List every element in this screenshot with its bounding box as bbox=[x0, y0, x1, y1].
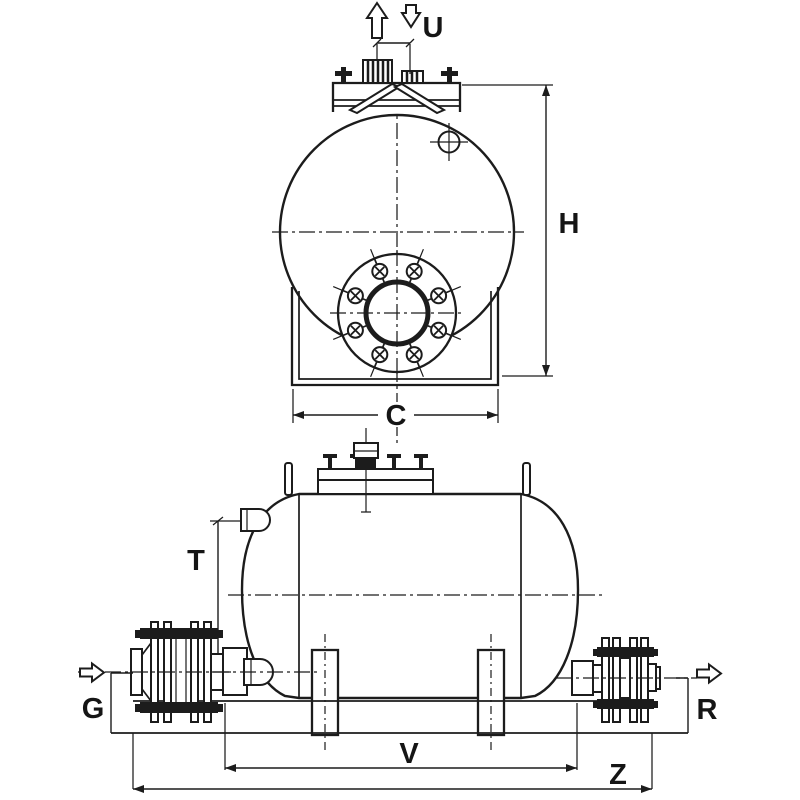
flange-bolt-bars bbox=[135, 628, 223, 713]
flow-arrow-down-icon bbox=[400, 4, 422, 29]
bolt-icon bbox=[335, 71, 352, 76]
saddle-supports bbox=[310, 634, 506, 751]
flow-arrow-r-icon bbox=[696, 662, 723, 685]
gusset-strut-icon bbox=[392, 82, 447, 115]
dim-label-z: Z bbox=[609, 759, 627, 791]
dim-label-g: G bbox=[82, 693, 105, 725]
dim-label-h: H bbox=[559, 208, 580, 240]
dim-label-v: V bbox=[399, 738, 419, 770]
flange-bolt-bars bbox=[593, 647, 658, 709]
dimension-z: Z bbox=[132, 733, 653, 793]
dimension-c: C bbox=[292, 389, 499, 432]
side-view: T bbox=[78, 428, 723, 793]
connection-r: R bbox=[676, 662, 723, 733]
right-flange-assembly bbox=[571, 637, 661, 723]
lifting-lug-icon bbox=[284, 462, 293, 496]
dim-label-r: R bbox=[697, 694, 718, 726]
label-mask bbox=[378, 402, 414, 427]
side-top-platform bbox=[284, 428, 531, 513]
dim-label-t: T bbox=[187, 545, 205, 577]
flow-arrow-up-icon bbox=[365, 1, 389, 39]
dim-label-u: U bbox=[423, 12, 444, 44]
base-frame bbox=[111, 700, 688, 734]
front-view: U bbox=[272, 1, 580, 444]
crosshair-fitting-icon bbox=[430, 123, 468, 161]
top-platform bbox=[331, 59, 462, 115]
dimension-v: V bbox=[224, 703, 578, 772]
lifting-lug-icon bbox=[522, 462, 531, 496]
dim-label-c: C bbox=[386, 400, 407, 432]
upper-left-nozzle-icon bbox=[210, 508, 271, 532]
tank-body bbox=[240, 492, 580, 700]
manway-flange-icon bbox=[330, 248, 464, 378]
flange-bolts bbox=[346, 262, 448, 364]
dimension-u: U bbox=[365, 1, 444, 74]
flow-arrow-g-icon bbox=[79, 661, 106, 684]
head-seam-lines bbox=[298, 494, 522, 698]
bolt-icon bbox=[441, 71, 458, 76]
connection-g: G bbox=[79, 661, 133, 733]
dimension-h: H bbox=[462, 84, 580, 377]
